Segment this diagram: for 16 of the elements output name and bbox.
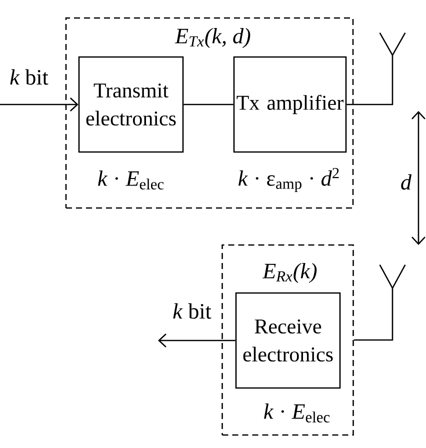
connector-line [354, 288, 394, 341]
formula-label: k · E$_{elec}$ [98, 170, 164, 190]
edge-label: k bit [172, 302, 212, 320]
formula-label: k · ε$_{amp}$ · d$^{2}$ [238, 168, 339, 192]
antenna-symbol [379, 32, 406, 57]
dimension-label: d [401, 174, 412, 190]
edge-label: k bit [8, 68, 50, 86]
arrow [0, 98, 78, 112]
connector-line [346, 55, 394, 106]
formula-label: k · E$_{elec}$ [264, 404, 330, 422]
antenna-symbol [379, 264, 406, 290]
connector-line [184, 104, 234, 106]
process-box: Transmit electronics [78, 56, 184, 153]
arrow [158, 334, 236, 348]
process-box: Tx amplifier [233, 56, 347, 153]
process-box: Receive electronics [235, 292, 341, 389]
